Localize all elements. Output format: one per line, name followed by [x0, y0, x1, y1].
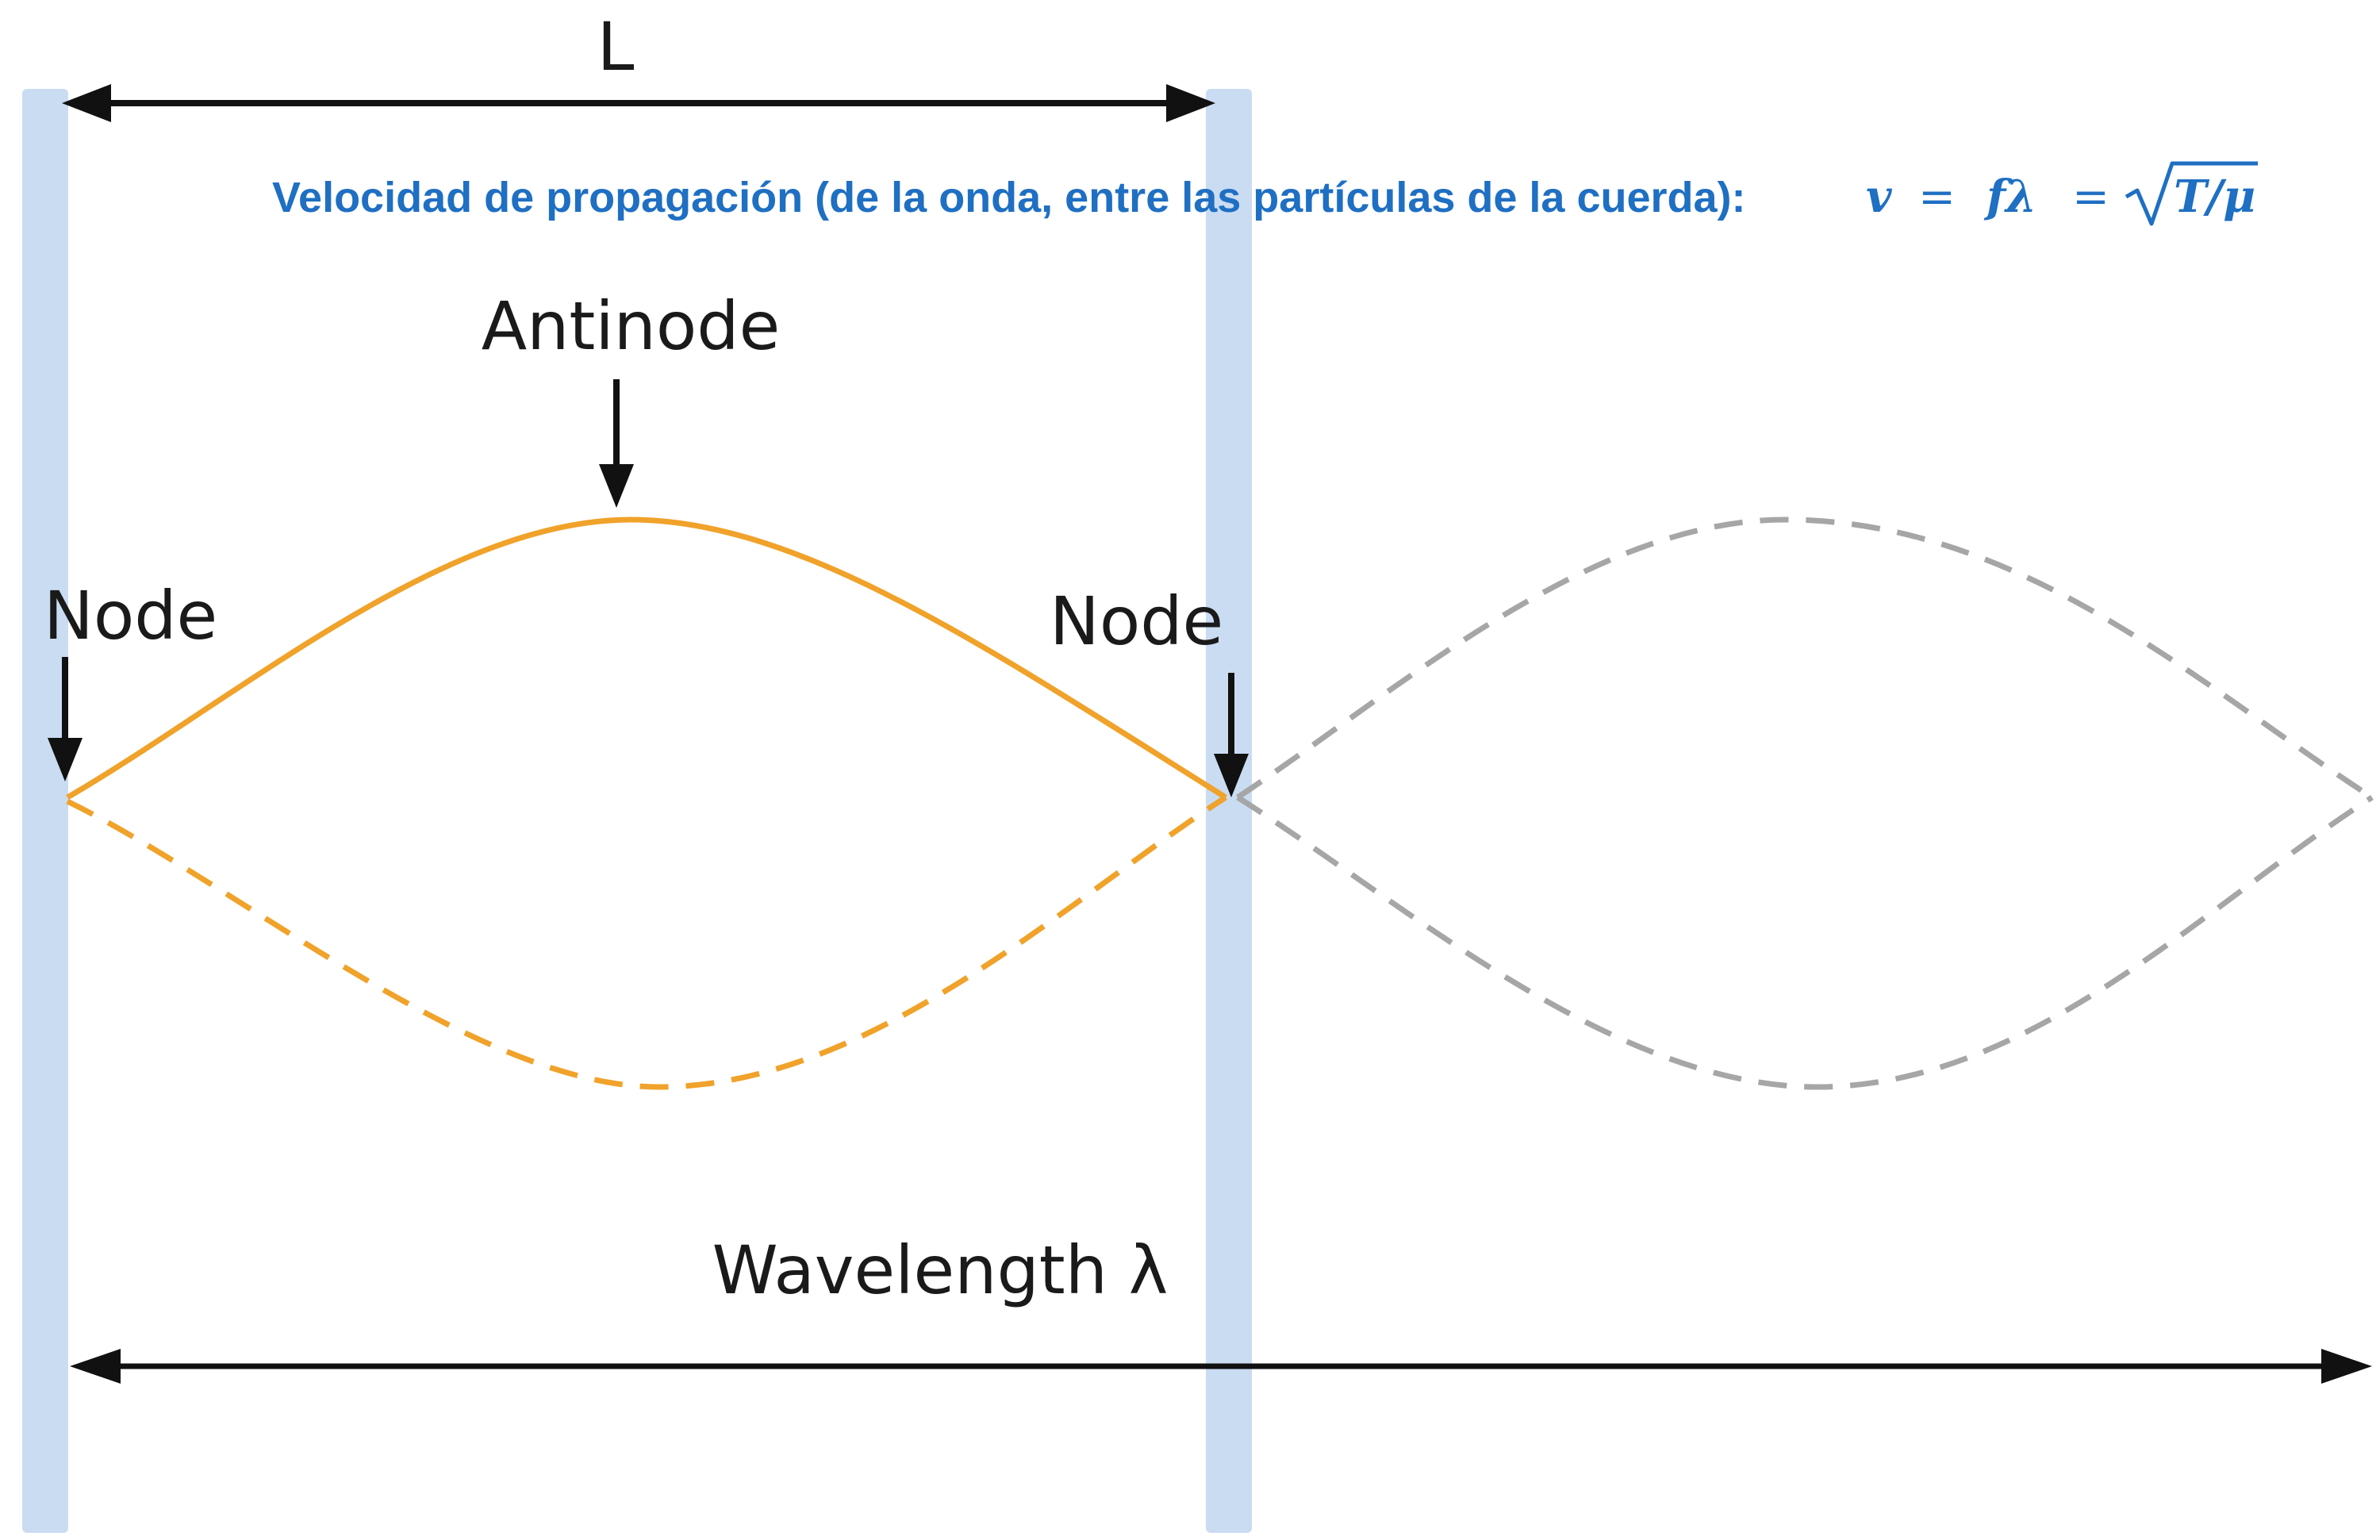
node-left-arrowhead — [48, 738, 83, 782]
wave-upper-solid — [66, 517, 1227, 801]
left-wall — [22, 89, 68, 1533]
formula-sqrt-sign — [2125, 161, 2258, 226]
formula-equals-1: = — [1918, 171, 1956, 223]
wave-lower-dashed-gray — [1236, 795, 2374, 1090]
formula-sqrt-content: T/μ — [2174, 171, 2255, 223]
wavelength-arrowhead-left — [70, 1349, 121, 1384]
wave-lower-dashed-orange — [66, 795, 1227, 1090]
length-arrowhead-left — [62, 84, 111, 122]
right-wall — [1206, 89, 1252, 1533]
antinode-label: Antinode — [482, 287, 781, 365]
node-left-label: Node — [44, 577, 217, 655]
wavelength-arrowhead-right — [2321, 1349, 2372, 1384]
propagation-speed-formula: Velocidad de propagación (de la onda, en… — [272, 161, 2258, 226]
node-right-arrowhead — [1214, 754, 1249, 797]
length-label: L — [597, 8, 635, 86]
wavelength-label: Wavelength λ — [712, 1231, 1169, 1309]
formula-f-lambda: fλ — [1983, 171, 2036, 223]
antinode-arrowhead — [599, 464, 634, 508]
length-arrowhead-right — [1166, 84, 1215, 122]
formula-description: Velocidad de propagación (de la onda, en… — [272, 174, 1746, 221]
node-right-label: Node — [1050, 582, 1223, 660]
formula-v: v — [1866, 171, 1893, 223]
wave-upper-dashed-gray — [1236, 517, 2374, 800]
formula-equals-2: = — [2072, 171, 2109, 223]
